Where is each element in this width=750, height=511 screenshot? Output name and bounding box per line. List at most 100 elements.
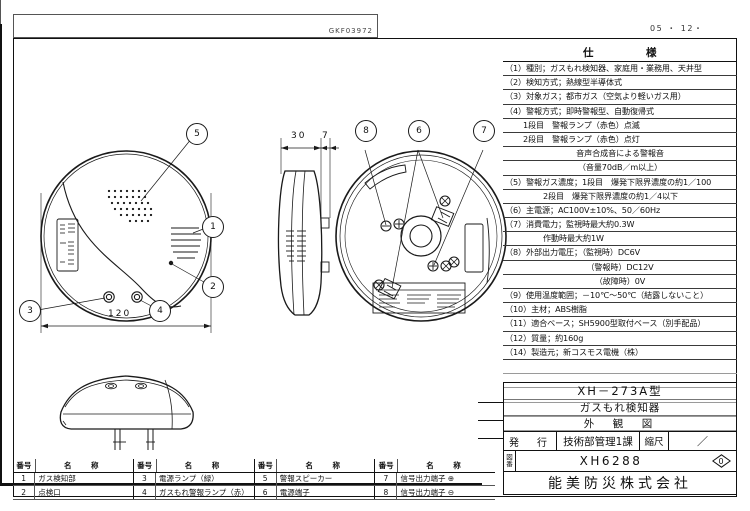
spec-row: （音量70dB／m以上）	[503, 161, 737, 176]
header-divider	[0, 0, 1, 24]
spec-row: （10）主材；ABS樹脂	[503, 303, 737, 318]
legend-name: 信号出力端子 ⊕	[400, 474, 455, 484]
revision-tick-1	[478, 402, 503, 404]
legend-name: 電源端子	[277, 486, 376, 499]
frame-horizontal-divider	[0, 483, 482, 485]
spec-row: （8）外部出力電圧；（監視時）DC6V	[503, 246, 737, 261]
spec-row	[503, 360, 737, 375]
spec-row: 作動時最大約1W	[503, 232, 737, 247]
spec-row: 2段目 爆発下限界濃度の約1／4以下	[503, 190, 737, 204]
spec-row: （2）検知方式；熱線型半導体式	[503, 76, 737, 91]
technical-drawing-graphics	[37, 132, 507, 450]
legend-name: ガス検知部	[35, 472, 134, 486]
spec-row: （5）警報ガス濃度；1段目 爆発下限界濃度の約1／100	[503, 176, 737, 190]
parts-legend-table: 番号 名 称 番号 名 称 番号 名 称 番号 名 称 1 ガス検知部 3 電源…	[13, 459, 495, 500]
legend-name: 電源ランプ（緑）	[156, 472, 255, 486]
dimension-side-depth: 30	[291, 131, 307, 141]
callout-7: 7	[473, 120, 495, 142]
spec-row: （7）消費電力；監視時最大約0.3W	[503, 218, 737, 233]
drawing-number-label: 図 番	[504, 451, 516, 471]
legend-no: 6	[255, 486, 277, 499]
legend-header-no-4: 番号	[375, 459, 399, 472]
callout-3: 3	[19, 300, 41, 322]
frame-vertical-divider	[0, 24, 2, 483]
legend-name: ガスもれ警報ランプ（赤）	[156, 486, 255, 499]
spec-row: 2段目 警報ランプ（赤色）点灯	[503, 133, 737, 148]
spec-row: （6）主電源；AC100V±10%、50／60Hz	[503, 204, 737, 219]
product-name: ガスもれ検知器	[504, 400, 736, 416]
spec-row: （3）対象ガス；都市ガス（空気より軽いガス用）	[503, 90, 737, 105]
spec-row: （14）製造元；新コスモス電機（株）	[503, 346, 737, 360]
scale-label: 縮尺	[640, 432, 669, 450]
callout-5: 5	[186, 123, 208, 145]
revision-diamond-icon: 0	[711, 454, 731, 468]
revision-date-label: 05 ・ 12・	[650, 23, 704, 33]
drawing-number-value: XH6288	[579, 454, 643, 468]
revision-mark-cell: 0	[706, 451, 736, 471]
spec-row: （9）使用温度範囲；－10℃～50℃（結露しないこと）	[503, 289, 737, 304]
spec-row	[503, 403, 737, 417]
spec-row: 音声合成音による警報音	[503, 147, 737, 162]
scale-value: ／	[697, 435, 708, 448]
dimension-front-width: 120	[108, 309, 132, 319]
spec-row: （11）適合ベース；SH5900型取付ベース（別手配品）	[503, 317, 737, 332]
spec-row: （1）種別；ガスもれ検知器、家庭用・業務用、天井型	[503, 62, 737, 77]
legend-no: 2	[13, 486, 36, 499]
callout-8: 8	[355, 120, 377, 142]
legend-header-name-2: 名 称	[157, 459, 255, 472]
legend-header-row: 番号 名 称 番号 名 称 番号 名 称 番号 名 称	[13, 459, 495, 473]
legend-no: 1	[13, 472, 36, 486]
spec-row: （警報時）DC12V	[503, 261, 737, 275]
spec-row-list: （1）種別；ガスもれ検知器、家庭用・業務用、天井型（2）検知方式；熱線型半導体式…	[503, 62, 737, 431]
legend-row-2: 2 点検口 4 ガスもれ警報ランプ（赤） 6 電源端子 8 信号出力端子 ⊖	[13, 486, 495, 500]
legend-header-name-3: 名 称	[277, 459, 376, 472]
spec-row: 1段目 警報ランプ（赤色）点滅	[503, 119, 737, 133]
issue-label: 発 行	[504, 432, 557, 450]
spec-row: （12）質量；約160g	[503, 332, 737, 346]
legend-header-no-2: 番号	[134, 459, 157, 472]
title-block: XH－273A型 ガスもれ検知器 外 観 図 発 行 技術部管理1課 縮尺 ／ …	[503, 382, 737, 495]
drawing-number-row: 図 番 XH6288 0	[504, 451, 736, 472]
callout-6: 6	[408, 120, 430, 142]
document-type: 外 観 図	[504, 416, 736, 432]
dwg-no-label-char2: 番	[506, 460, 513, 468]
spec-header-right: 様	[646, 47, 657, 59]
specification-table: 仕 様 （1）種別；ガスもれ検知器、家庭用・業務用、天井型（2）検知方式；熱線型…	[503, 44, 737, 431]
spec-table-header: 仕 様	[503, 44, 737, 62]
legend-top-rule	[0, 484, 482, 486]
callout-2: 2	[202, 276, 224, 298]
spec-row	[503, 388, 737, 403]
revision-tick-2	[478, 420, 503, 422]
legend-no: 3	[134, 472, 156, 486]
legend-name: 警報スピーカー	[277, 472, 376, 486]
spec-row	[503, 374, 737, 389]
dwg-no-label-char1: 図	[506, 453, 513, 461]
legend-no: 7	[375, 472, 398, 486]
spec-row: （4）警報方式；即時警報型、自動復帰式	[503, 105, 737, 119]
spec-row	[503, 417, 737, 431]
revision-tick-3	[478, 438, 503, 440]
legend-header-name-1: 名 称	[36, 459, 134, 472]
drawing-code-label: GKF03972	[328, 27, 373, 35]
department-label: 技術部管理1課	[557, 432, 640, 450]
legend-name: 点検口	[35, 486, 134, 499]
model-number: XH－273A型	[504, 383, 736, 400]
header-box	[13, 14, 378, 38]
callout-4: 4	[149, 300, 171, 322]
spec-row: （故障時）0V	[503, 275, 737, 289]
legend-no: 4	[134, 486, 156, 499]
spec-header-left: 仕	[583, 47, 594, 59]
dimension-side-boss: 7	[322, 131, 330, 141]
legend-no: 8	[375, 486, 398, 499]
legend-header-no-1: 番号	[13, 459, 36, 472]
legend-row-1: 1 ガス検知部 3 電源ランプ（緑） 5 警報スピーカー 7 信号出力端子 ⊕	[13, 472, 495, 487]
legend-header-no-3: 番号	[255, 459, 278, 472]
callout-1: 1	[202, 216, 224, 238]
legend-header-name-4: 名 称	[426, 460, 467, 470]
drawing-views-area: 5 1 2 3 4 8 6 7 120 30 7	[13, 38, 507, 455]
legend-no: 5	[255, 472, 277, 486]
revision-mark-value: 0	[718, 456, 724, 466]
legend-name: 信号出力端子 ⊖	[400, 487, 455, 497]
issue-row: 発 行 技術部管理1課 縮尺 ／	[504, 432, 736, 451]
